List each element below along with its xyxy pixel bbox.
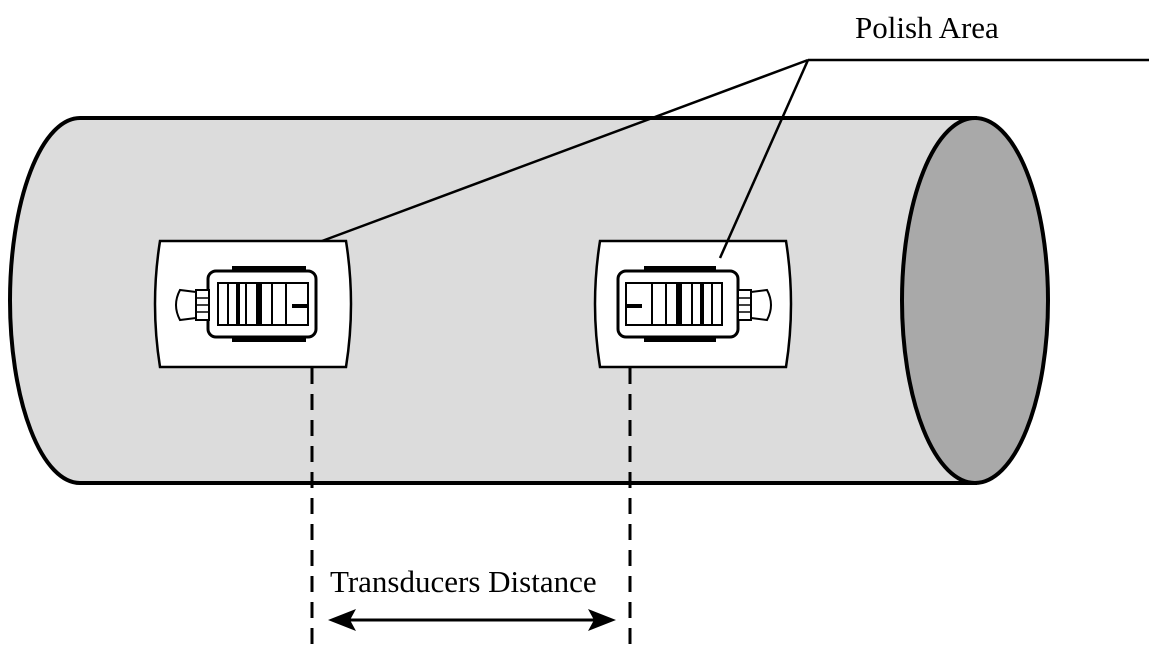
transducers-distance-label: Transducers Distance <box>330 564 597 599</box>
callout-line-right <box>718 59 810 259</box>
pipe-end-face <box>900 116 1050 485</box>
distance-arrow <box>328 609 616 631</box>
transducer-left <box>175 266 318 342</box>
polish-area-label: Polish Area <box>855 10 999 45</box>
pipe-body <box>8 116 977 485</box>
callout-line-left <box>321 58 809 243</box>
transducer-right <box>616 266 772 342</box>
